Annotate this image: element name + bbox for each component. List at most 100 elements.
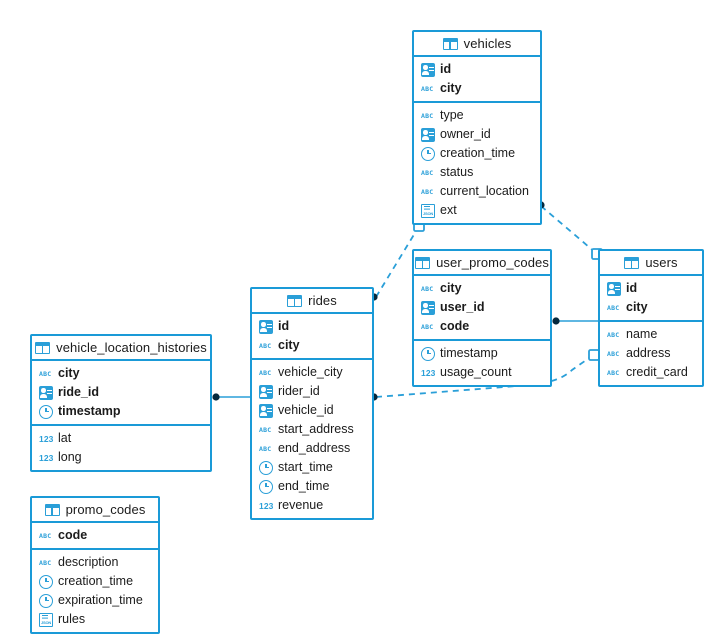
column-row[interactable]: id (414, 60, 540, 79)
column-name: city (440, 81, 462, 95)
column-row[interactable]: 123 long (32, 448, 210, 467)
column-name: revenue (278, 498, 324, 512)
abc-icon: ABC (421, 111, 434, 120)
column-row[interactable]: ABC city (414, 79, 540, 98)
column-name: code (58, 528, 88, 542)
123-icon: 123 (39, 452, 54, 463)
table-name: user_promo_codes (436, 255, 549, 270)
abc-icon: ABC (259, 425, 272, 434)
table-header-vehicles[interactable]: vehicles (414, 32, 540, 57)
column-row[interactable]: 123 usage_count (414, 363, 550, 382)
clock-icon (259, 479, 273, 494)
column-row[interactable]: creation_time (32, 572, 158, 591)
column-name: end_time (278, 479, 330, 493)
column-row[interactable]: timestamp (32, 402, 210, 421)
person-badge-icon (39, 385, 53, 400)
table-header-user_promo_codes[interactable]: user_promo_codes (414, 251, 550, 276)
column-row[interactable]: owner_id (414, 125, 540, 144)
column-name: status (440, 165, 474, 179)
column-name: usage_count (440, 365, 512, 379)
column-name: expiration_time (58, 593, 143, 607)
abc-icon: ABC (421, 84, 434, 93)
column-name: timestamp (440, 346, 498, 360)
json-icon (421, 203, 435, 218)
abc-icon: ABC (39, 558, 52, 567)
column-row[interactable]: end_time (252, 477, 372, 496)
column-row[interactable]: ext (414, 201, 540, 220)
column-name: owner_id (440, 127, 491, 141)
column-row[interactable]: ABC status (414, 163, 540, 182)
column-name: vehicle_id (278, 403, 334, 417)
column-row[interactable]: creation_time (414, 144, 540, 163)
abc-icon: ABC (39, 369, 52, 378)
column-row[interactable]: rider_id (252, 382, 372, 401)
column-row[interactable]: ABC type (414, 106, 540, 125)
column-name: creation_time (440, 146, 516, 160)
column-row[interactable]: ride_id (32, 383, 210, 402)
table-grid-icon (44, 503, 60, 516)
column-row[interactable]: id (600, 279, 702, 298)
column-row[interactable]: rules (32, 610, 158, 629)
table-header-promo_codes[interactable]: promo_codes (32, 498, 158, 523)
column-name: city (626, 300, 648, 314)
clock-icon (421, 146, 435, 161)
relationship-endpoint-dot[interactable] (212, 393, 220, 401)
column-name: type (440, 108, 464, 122)
column-name: name (626, 327, 658, 341)
column-name: vehicle_city (278, 365, 343, 379)
column-row[interactable]: id (252, 317, 372, 336)
abc-icon: ABC (607, 368, 620, 377)
relationship-endpoint-dot[interactable] (552, 317, 560, 325)
table-header-vehicle_location_histories[interactable]: vehicle_location_histories (32, 336, 210, 361)
column-name: code (440, 319, 470, 333)
column-row[interactable]: user_id (414, 298, 550, 317)
column-name: lat (58, 431, 72, 445)
abc-icon: ABC (421, 284, 434, 293)
column-row[interactable]: start_time (252, 458, 372, 477)
table-name: vehicle_location_histories (56, 340, 207, 355)
table-header-rides[interactable]: rides (252, 289, 372, 314)
relationship-line-vehicles-users[interactable] (540, 205, 597, 254)
123-icon: 123 (421, 367, 436, 378)
column-row[interactable]: timestamp (414, 344, 550, 363)
column-name: ride_id (58, 385, 99, 399)
column-row[interactable]: expiration_time (32, 591, 158, 610)
column-name: long (58, 450, 82, 464)
abc-icon: ABC (421, 168, 434, 177)
column-group: timestamp 123 usage_count (414, 341, 550, 385)
abc-icon: ABC (259, 341, 272, 350)
column-row[interactable]: ABC credit_card (600, 363, 702, 382)
column-name: credit_card (626, 365, 688, 379)
table-header-users[interactable]: users (600, 251, 702, 276)
column-row[interactable]: vehicle_id (252, 401, 372, 420)
